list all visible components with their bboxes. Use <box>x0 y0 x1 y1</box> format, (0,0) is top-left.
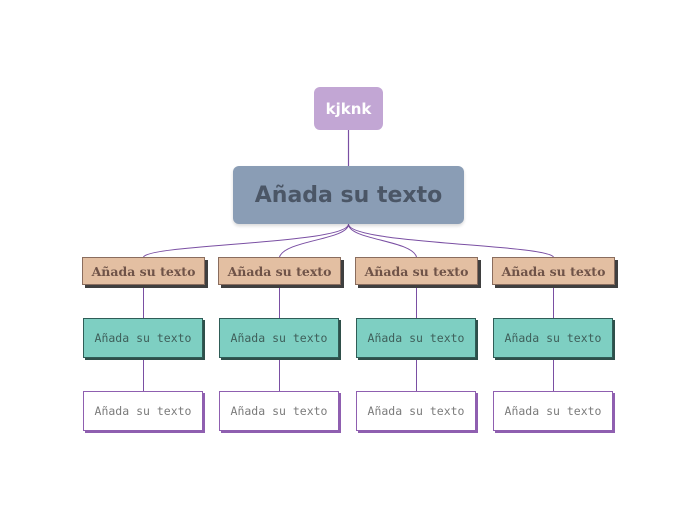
branch-2-subtopic-node[interactable]: Añada su texto <box>219 318 339 358</box>
root-topic-label: kjknk <box>325 99 372 118</box>
branch-1-label: Añada su texto <box>91 263 196 279</box>
branch-4-subtopic-node[interactable]: Añada su texto <box>493 318 613 358</box>
branch-4-detail-label: Añada su texto <box>504 404 602 418</box>
branch-3-subtopic-node[interactable]: Añada su texto <box>356 318 476 358</box>
branch-3-detail-node[interactable]: Añada su texto <box>356 391 476 431</box>
branch-2-node[interactable]: Añada su texto <box>218 257 341 285</box>
connector-main-branch-2 <box>279 223 349 258</box>
connector-main-branch-4 <box>348 223 554 258</box>
branch-3-label: Añada su texto <box>364 263 469 279</box>
branch-1-detail-label: Añada su texto <box>94 404 192 418</box>
branch-1-detail-node[interactable]: Añada su texto <box>83 391 203 431</box>
connector-main-branch-1 <box>143 223 349 258</box>
branch-1-subtopic-node[interactable]: Añada su texto <box>83 318 203 358</box>
connector-main-branch-3 <box>348 223 417 258</box>
branch-4-detail-node[interactable]: Añada su texto <box>493 391 613 431</box>
root-topic-node[interactable]: kjknk <box>314 87 383 130</box>
branch-4-label: Añada su texto <box>501 263 606 279</box>
branch-4-node[interactable]: Añada su texto <box>492 257 615 285</box>
branch-3-detail-label: Añada su texto <box>367 404 465 418</box>
branch-1-node[interactable]: Añada su texto <box>82 257 205 285</box>
main-topic-label: Añada su texto <box>254 182 443 208</box>
branch-2-detail-node[interactable]: Añada su texto <box>219 391 339 431</box>
branch-3-subtopic-label: Añada su texto <box>367 331 465 345</box>
branch-1-subtopic-label: Añada su texto <box>94 331 192 345</box>
branch-4-subtopic-label: Añada su texto <box>504 331 602 345</box>
branch-2-subtopic-label: Añada su texto <box>230 331 328 345</box>
branch-3-node[interactable]: Añada su texto <box>355 257 478 285</box>
branch-2-detail-label: Añada su texto <box>230 404 328 418</box>
branch-2-label: Añada su texto <box>227 263 332 279</box>
main-topic-node[interactable]: Añada su texto <box>233 166 464 224</box>
